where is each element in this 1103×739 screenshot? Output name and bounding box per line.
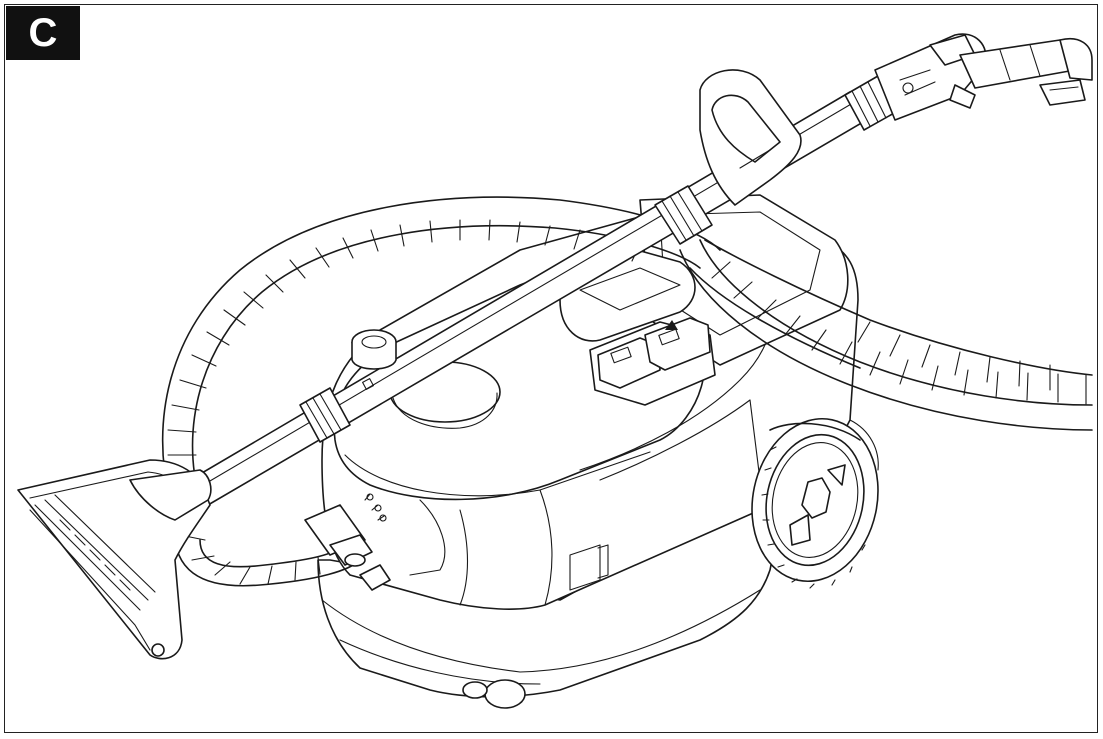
figure-label-badge: C (6, 6, 80, 60)
floor-nozzle (17, 459, 212, 660)
figure-label: C (28, 11, 58, 55)
carry-handle (699, 69, 802, 206)
rear-wheel (751, 417, 879, 589)
control-switches (589, 317, 716, 406)
hose-connector (304, 493, 391, 591)
hose-handle (874, 33, 1093, 121)
